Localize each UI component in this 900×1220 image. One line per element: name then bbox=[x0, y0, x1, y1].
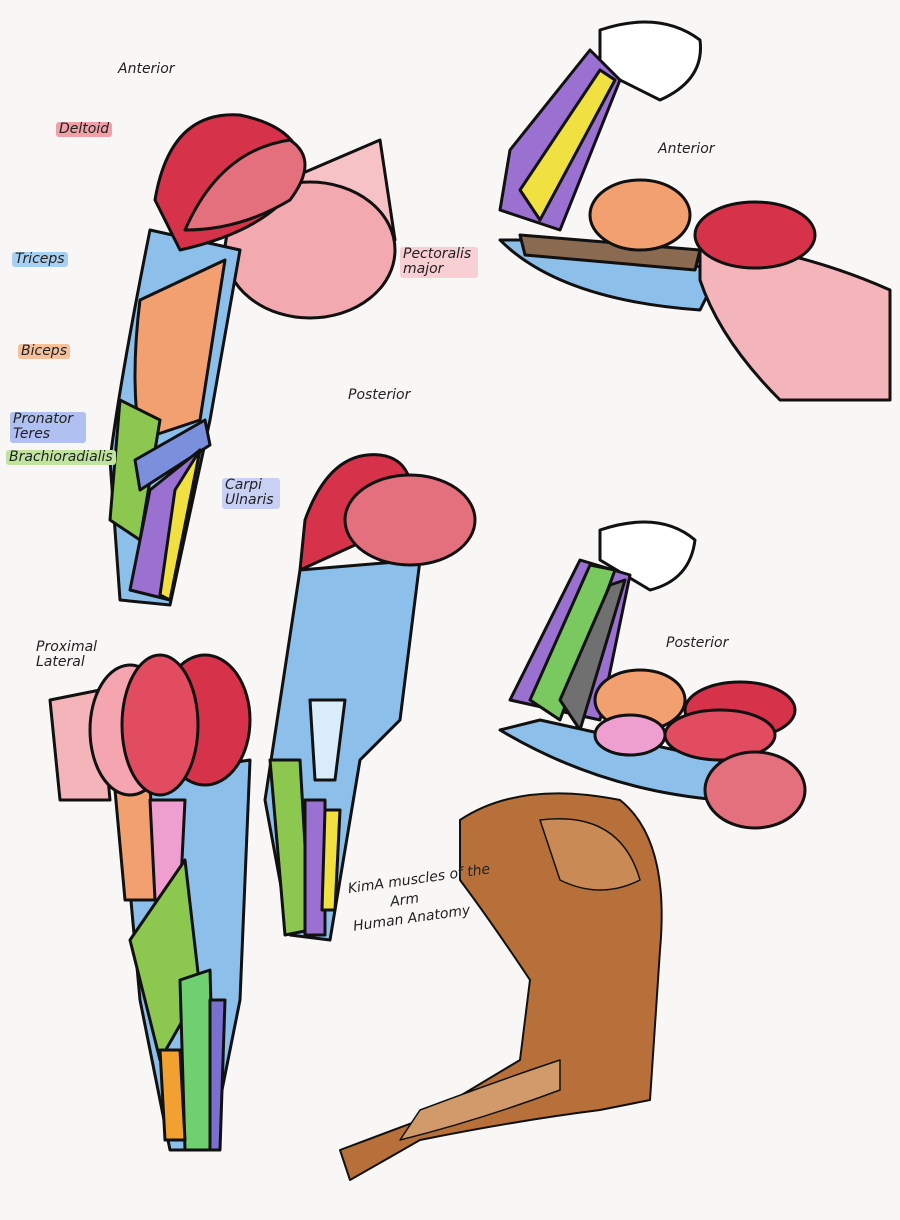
label-biceps: Biceps bbox=[18, 343, 70, 360]
arm-shaded-study bbox=[339, 792, 663, 1181]
arm-posterior bbox=[263, 453, 477, 942]
arm-proximal-lateral bbox=[48, 653, 252, 1152]
caption-line2: Arm bbox=[389, 890, 421, 911]
label-posterior-flexed: Posterior bbox=[666, 635, 729, 651]
label-proximal-lateral: Proximal Lateral bbox=[36, 639, 98, 671]
label-deltoid: Deltoid bbox=[56, 121, 113, 138]
arm-anterior-flexed bbox=[498, 20, 892, 402]
label-posterior: Posterior bbox=[348, 387, 411, 403]
label-brachioradialis: Brachioradialis bbox=[6, 449, 116, 466]
label-pronator-teres: Pronator Teres bbox=[10, 411, 86, 443]
arm-anterior-front bbox=[108, 113, 397, 607]
label-carpi-ulnaris: Carpi Ulnaris bbox=[222, 477, 280, 509]
caption-author: KimA bbox=[346, 876, 386, 898]
arm-posterior-flexed bbox=[498, 520, 807, 830]
label-anterior-flexed: Anterior bbox=[658, 141, 715, 157]
label-triceps: Triceps bbox=[12, 251, 68, 268]
label-pectoralis-major: Pectoralis major bbox=[400, 246, 478, 278]
label-anterior: Anterior bbox=[118, 61, 175, 77]
